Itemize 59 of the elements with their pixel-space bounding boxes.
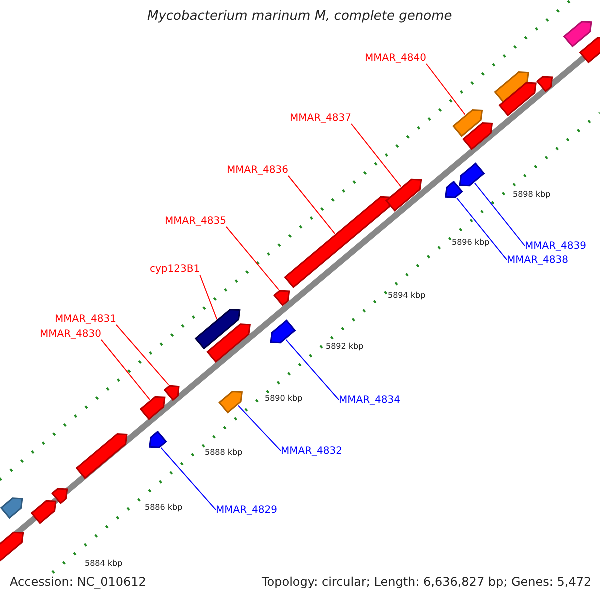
gene-feature xyxy=(194,309,241,350)
tick-label: 5892 kbp xyxy=(326,343,364,351)
gene-feature xyxy=(76,433,128,480)
tick-label: 5896 kbp xyxy=(452,239,490,247)
gene-feature xyxy=(30,500,57,524)
gene-feature xyxy=(218,391,244,414)
gene-feature xyxy=(270,320,296,344)
tick-label: 5884 kbp xyxy=(85,560,123,568)
gene-feature xyxy=(385,178,422,212)
gene-feature xyxy=(459,162,486,187)
gene-feature xyxy=(140,396,166,420)
gene-label: MMAR_4837 xyxy=(290,114,352,124)
gene-feature xyxy=(498,82,537,117)
gene-feature xyxy=(563,21,592,48)
gene-feature xyxy=(494,72,530,104)
gene-label: MMAR_4832 xyxy=(281,447,342,457)
gene-feature xyxy=(149,430,168,448)
title: Mycobacterium marinum M, complete genome xyxy=(148,10,452,23)
tick-label: 5886 kbp xyxy=(145,504,183,512)
gene-label: MMAR_4840 xyxy=(365,54,426,64)
leader-line xyxy=(286,340,340,400)
gene-feature xyxy=(462,122,494,150)
gene-label: MMAR_4831 xyxy=(55,315,116,325)
footer-text: Topology: circular; Length: 6,636,827 bp; Genes: 5,472 xyxy=(262,576,592,588)
footer-text: Accession: NC_010612 xyxy=(10,576,146,588)
gene-feature xyxy=(579,37,600,64)
leader-line xyxy=(226,226,280,290)
leader-line xyxy=(238,405,282,452)
leader-line xyxy=(101,340,150,400)
gene-label: cyp123B1 xyxy=(150,265,200,275)
leader-line xyxy=(116,324,170,386)
gene-feature xyxy=(206,324,251,364)
gene-feature xyxy=(536,76,554,93)
gene-feature xyxy=(284,196,392,288)
gene-label: MMAR_4829 xyxy=(216,506,278,516)
gene-feature xyxy=(445,180,464,198)
gene-feature xyxy=(51,488,68,505)
gene-feature xyxy=(452,109,484,138)
gene-label: MMAR_4835 xyxy=(165,217,226,227)
gene-feature xyxy=(273,290,290,307)
tick-label: 5890 kbp xyxy=(265,395,303,403)
leader-line xyxy=(160,448,216,510)
tick-label: 5898 kbp xyxy=(513,191,551,199)
gene-label: MMAR_4834 xyxy=(339,396,400,406)
gene-label: MMAR_4836 xyxy=(227,166,288,176)
gene-feature xyxy=(164,385,180,402)
leader-line xyxy=(474,182,526,246)
leader-line xyxy=(351,124,402,188)
gene-label: MMAR_4838 xyxy=(507,256,568,266)
tick-label: 5894 kbp xyxy=(388,292,426,300)
gene-label: MMAR_4839 xyxy=(525,242,586,252)
leader-line xyxy=(426,64,466,116)
leader-line xyxy=(200,274,218,320)
gene-feature xyxy=(0,498,24,520)
tick-label: 5888 kbp xyxy=(205,449,243,457)
gene-label: MMAR_4830 xyxy=(40,330,102,340)
leader-line xyxy=(288,176,336,234)
gene-feature xyxy=(0,532,24,565)
leader-line xyxy=(456,198,508,260)
